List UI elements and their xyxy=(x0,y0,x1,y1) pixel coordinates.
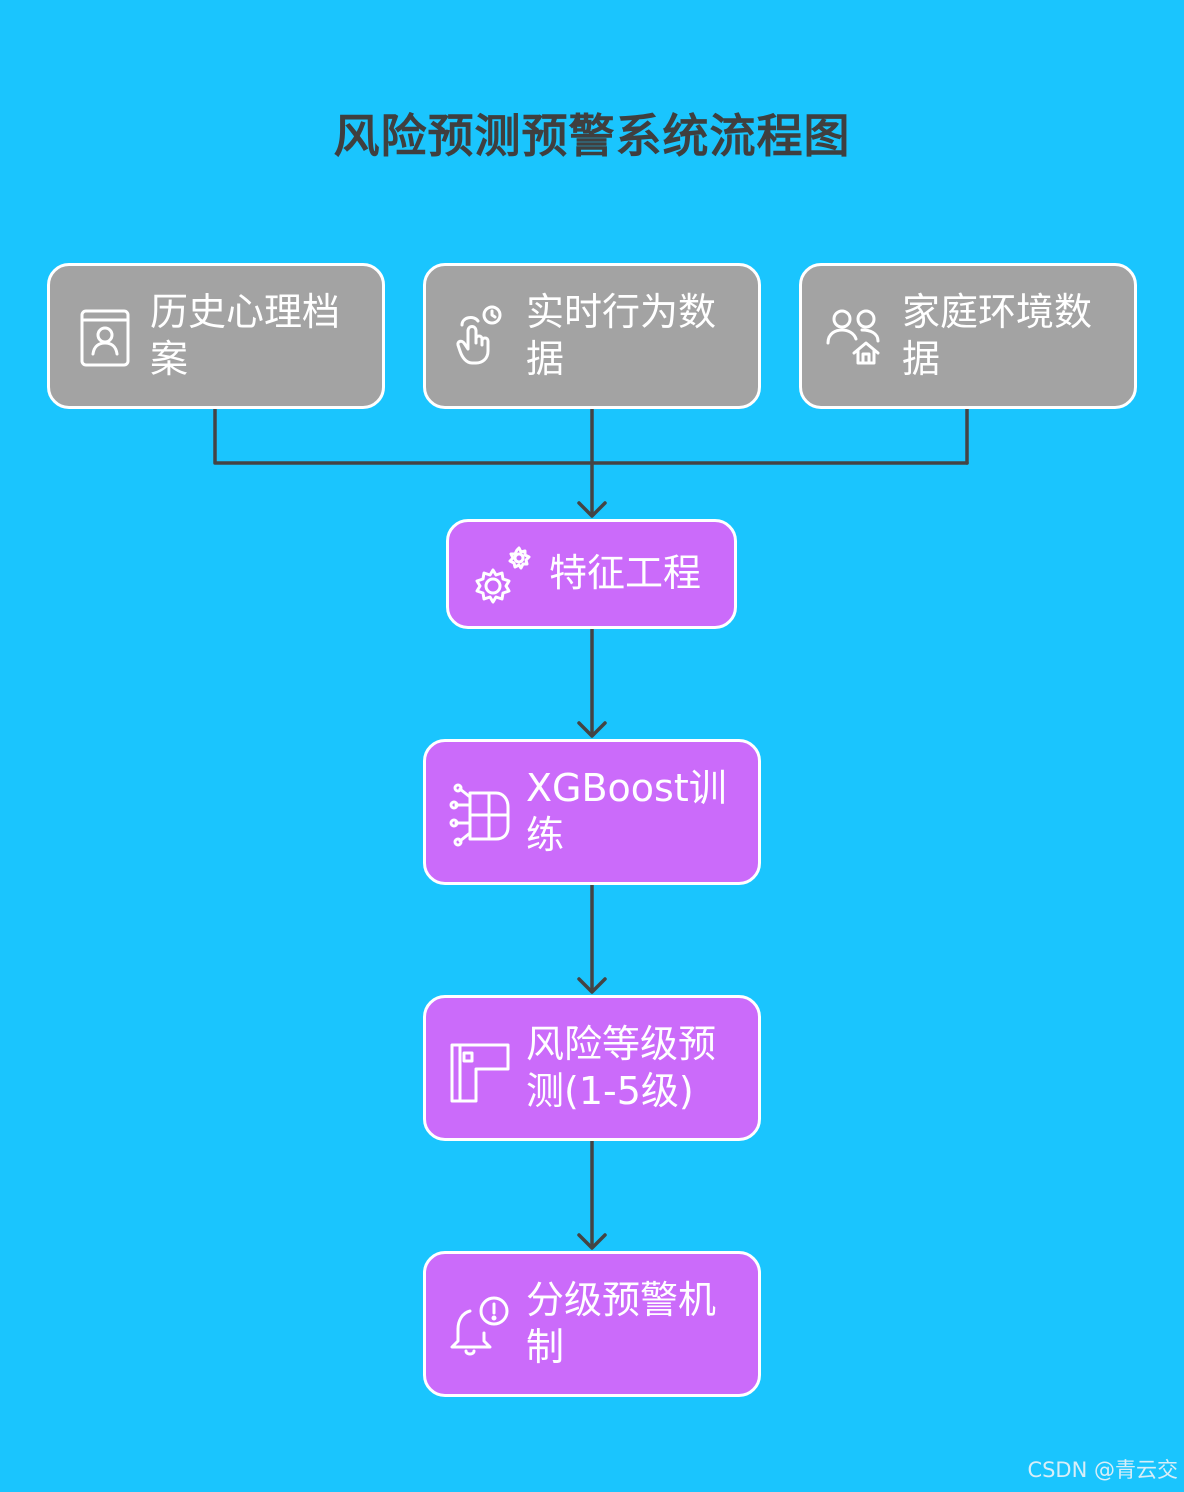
step-node-xgboost: XGBoost训练 xyxy=(423,739,761,885)
step-node-feature-engineering: 特征工程 xyxy=(446,519,737,629)
arrowhead-3 xyxy=(577,977,607,994)
input-label-family: 家庭环境数据 xyxy=(902,290,1093,381)
touch-gesture-icon xyxy=(450,303,514,367)
input-node-family: 家庭环境数据 xyxy=(799,263,1137,409)
input-label-realtime: 实时行为数据 xyxy=(526,290,717,381)
watermark: CSDN @青云交 xyxy=(1027,1458,1178,1482)
neural-network-icon xyxy=(448,783,512,847)
diagram-title: 风险预测预警系统流程图 xyxy=(333,109,851,163)
step-label-feature-engineering: 特征工程 xyxy=(549,551,702,595)
family-home-icon xyxy=(824,303,888,367)
step-node-risk-prediction: 风险等级预测(1-5级) xyxy=(423,995,761,1141)
connector-input-1 xyxy=(213,406,969,465)
arrowhead-2 xyxy=(577,721,607,738)
input-node-history: 历史心理档案 xyxy=(47,263,385,409)
alert-bell-icon xyxy=(448,1295,512,1359)
input-node-realtime: 实时行为数据 xyxy=(423,263,761,409)
arrowhead-4 xyxy=(577,1233,607,1250)
arrowhead-1 xyxy=(577,501,607,518)
step-label-alert-mechanism: 分级预警机制 xyxy=(526,1278,717,1369)
gears-icon xyxy=(469,544,533,608)
step-node-alert-mechanism: 分级预警机制 xyxy=(423,1251,761,1397)
step-label-xgboost: XGBoost训练 xyxy=(526,766,727,857)
structure-icon xyxy=(448,1039,512,1103)
profile-card-icon xyxy=(74,303,138,367)
step-label-risk-prediction: 风险等级预测(1-5级) xyxy=(526,1022,717,1113)
input-label-history: 历史心理档案 xyxy=(150,290,341,381)
